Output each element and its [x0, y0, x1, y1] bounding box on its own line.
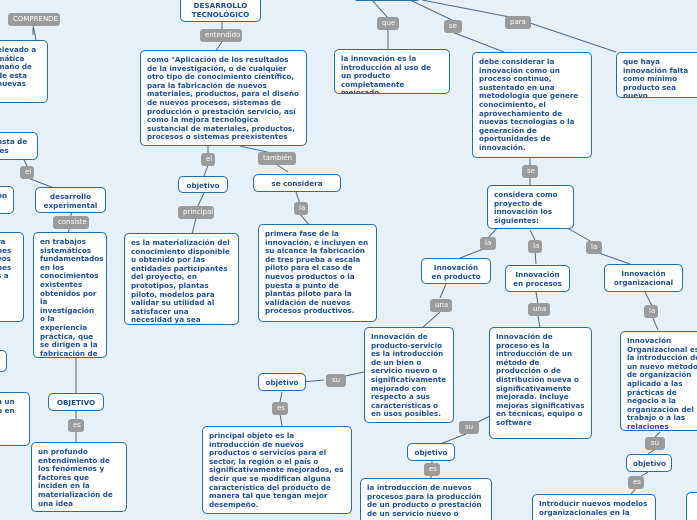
node-primera-fase[interactable]: primera fase de la innovación, e incluye…	[258, 224, 377, 322]
link-label-una-2: una	[528, 303, 550, 316]
node-objetivo-1[interactable]: objetivo	[178, 176, 228, 193]
node-introduccion-procesos[interactable]: la introducción de nuevos procesos para …	[360, 478, 492, 520]
node-innovacion-producto-definicion[interactable]: Innovación de producto-servicio es la in…	[364, 327, 454, 423]
fragment-node-nsta[interactable]: nsta de les	[0, 132, 38, 160]
node-considera-proyecto[interactable]: considera como proyecto de innovación lo…	[487, 185, 574, 229]
link-label-que: que	[377, 17, 399, 30]
node-introducir-modelos[interactable]: Introducir nuevos modelos organizacional…	[532, 494, 656, 520]
node-innovacion-procesos[interactable]: Innovación en procesos	[505, 265, 570, 292]
fragment-node-right[interactable]	[686, 492, 697, 520]
link-label-es-4: es	[68, 419, 84, 432]
node-materializacion[interactable]: es la materialización del conocimiento d…	[124, 233, 239, 325]
link-label-es-1: es	[272, 402, 288, 415]
link-label-consiste: consiste	[53, 216, 89, 229]
node-debe-considerar[interactable]: debe considerar la innovación como un pr…	[472, 52, 592, 158]
fragment-node-ra[interactable]: ra nes vos nes s a	[0, 232, 24, 322]
link-label-es-2: es	[424, 463, 440, 476]
link-label-su-3: su	[645, 437, 665, 450]
node-innovacion-organizacional-definicion[interactable]: Innovación Organizacional es la introduc…	[620, 331, 697, 431]
link-label-su-1: su	[326, 374, 346, 387]
node-innovacion-definicion[interactable]: la innovación es la introducción al uso …	[334, 49, 450, 94]
node-innovacion-producto[interactable]: Innovación en producto	[421, 258, 491, 284]
link-label-se-2: se	[522, 165, 538, 178]
link-label-la-2: la	[480, 237, 496, 250]
node-innovacion-top[interactable]	[353, 0, 421, 1]
link-label-la-3: la	[528, 240, 542, 253]
link-label-entendido: entendido	[200, 29, 242, 42]
fragment-node-elevado[interactable]: elevado a mática maño de de esta nuevas	[0, 40, 48, 103]
fragment-node-on[interactable]: on	[0, 186, 14, 214]
node-objetivo-2[interactable]: objetivo	[258, 373, 306, 391]
fragment-node-small[interactable]	[0, 350, 7, 372]
link-label-se: se	[444, 20, 462, 33]
link-label-el-2: el	[20, 166, 34, 179]
node-desarrollo-tecnologico[interactable]: DESARROLLO TECNOLÓGICO	[180, 0, 261, 22]
node-desarrollo-definicion[interactable]: como "Aplicación de los resultados de la…	[140, 50, 307, 146]
node-principal-objeto[interactable]: principal objeto es la introducción de n…	[202, 426, 352, 514]
link-label-su-2: su	[459, 421, 479, 434]
link-label-tambien: también	[258, 152, 296, 165]
node-innovacion-proceso-definicion[interactable]: Innovación de proceso es la introducción…	[489, 327, 592, 439]
node-objetivo-3[interactable]: objetivo	[407, 443, 455, 461]
link-label-es-3: es	[628, 476, 644, 489]
node-trabajos-sistematicos[interactable]: en trabajos sistemáticos fundamentados e…	[33, 232, 107, 358]
node-profundo-entendimiento[interactable]: un profundo entendimiento de los fenómen…	[31, 442, 127, 512]
node-objetivo-4[interactable]: objetivo	[626, 454, 672, 472]
node-que-haya-innovacion[interactable]: que haya innovación falta como mínimo pr…	[616, 52, 697, 98]
link-label-la-1: la	[294, 202, 308, 215]
node-desarrollo-experimental[interactable]: desarrollo experimental	[35, 187, 106, 213]
node-innovacion-organizacional[interactable]: Innovación organizacional	[604, 264, 683, 292]
link-label-la-4: la	[586, 241, 602, 254]
link-label-la-5: la	[644, 305, 658, 318]
link-label-principal: principal	[178, 206, 214, 219]
link-label-para: para	[505, 16, 531, 29]
node-se-considera-como[interactable]: se considera como	[253, 174, 341, 192]
link-label-comprende: COMPRENDE	[8, 13, 60, 26]
link-label-el: el	[201, 153, 215, 166]
link-label-una-1: una	[430, 299, 452, 312]
node-objetivo-caps[interactable]: OBJETIVO	[48, 393, 104, 411]
fragment-node-un[interactable]: a un n en	[0, 392, 30, 446]
